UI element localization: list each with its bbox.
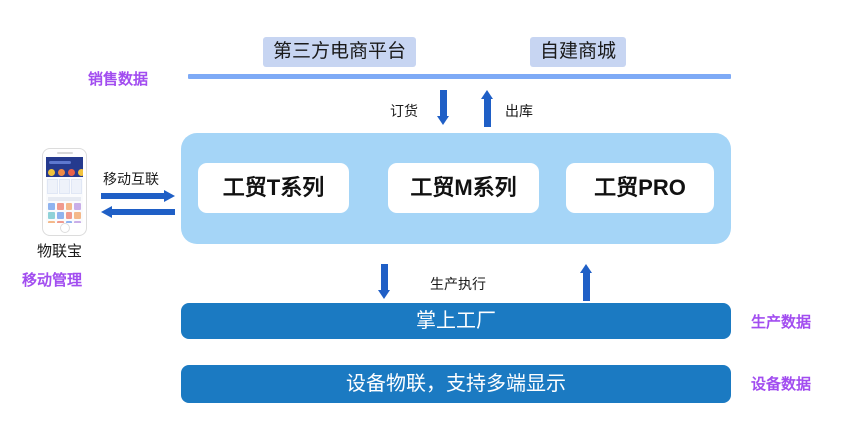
phone-screen [46,157,83,223]
arrow-right-mobile-to-erp [101,190,175,202]
side-label-sales-data: 销售数据 [88,71,149,88]
phone-mockup [42,148,87,236]
erp-card-m-series[interactable]: 工贸M系列 [388,163,539,213]
phone-hero-banner [46,157,83,177]
sales-channel-divider-line [188,74,731,79]
flow-label-outbound: 出库 [505,103,533,119]
erp-card-pro[interactable]: 工贸PRO [566,163,714,213]
channel-tag-third-party: 第三方电商平台 [263,37,417,67]
side-label-mobile-management: 移动管理 [22,272,83,289]
phone-card-row [46,177,83,196]
flow-label-order: 订货 [390,103,418,119]
phone-section-divider [48,197,81,201]
bar-palm-factory[interactable]: 掌上工厂 [181,303,731,339]
phone-speaker-icon [56,152,73,154]
bar-device-iot[interactable]: 设备物联，支持多端显示 [181,365,731,403]
phone-app-name-label: 物联宝 [37,243,83,260]
flow-label-production-execution: 生产执行 [430,276,486,292]
side-label-device-data: 设备数据 [751,376,812,393]
phone-icon-grid [46,202,83,223]
side-label-production-data: 生产数据 [751,314,812,331]
erp-card-t-series[interactable]: 工贸T系列 [198,163,349,213]
phone-home-button-icon [59,223,70,233]
flow-label-mobile-internet: 移动互联 [103,171,159,187]
channel-tag-self-built: 自建商城 [530,37,627,67]
erp-product-panel: 工贸T系列 工贸M系列 工贸PRO [181,133,731,244]
arrow-left-erp-to-mobile [101,206,175,218]
